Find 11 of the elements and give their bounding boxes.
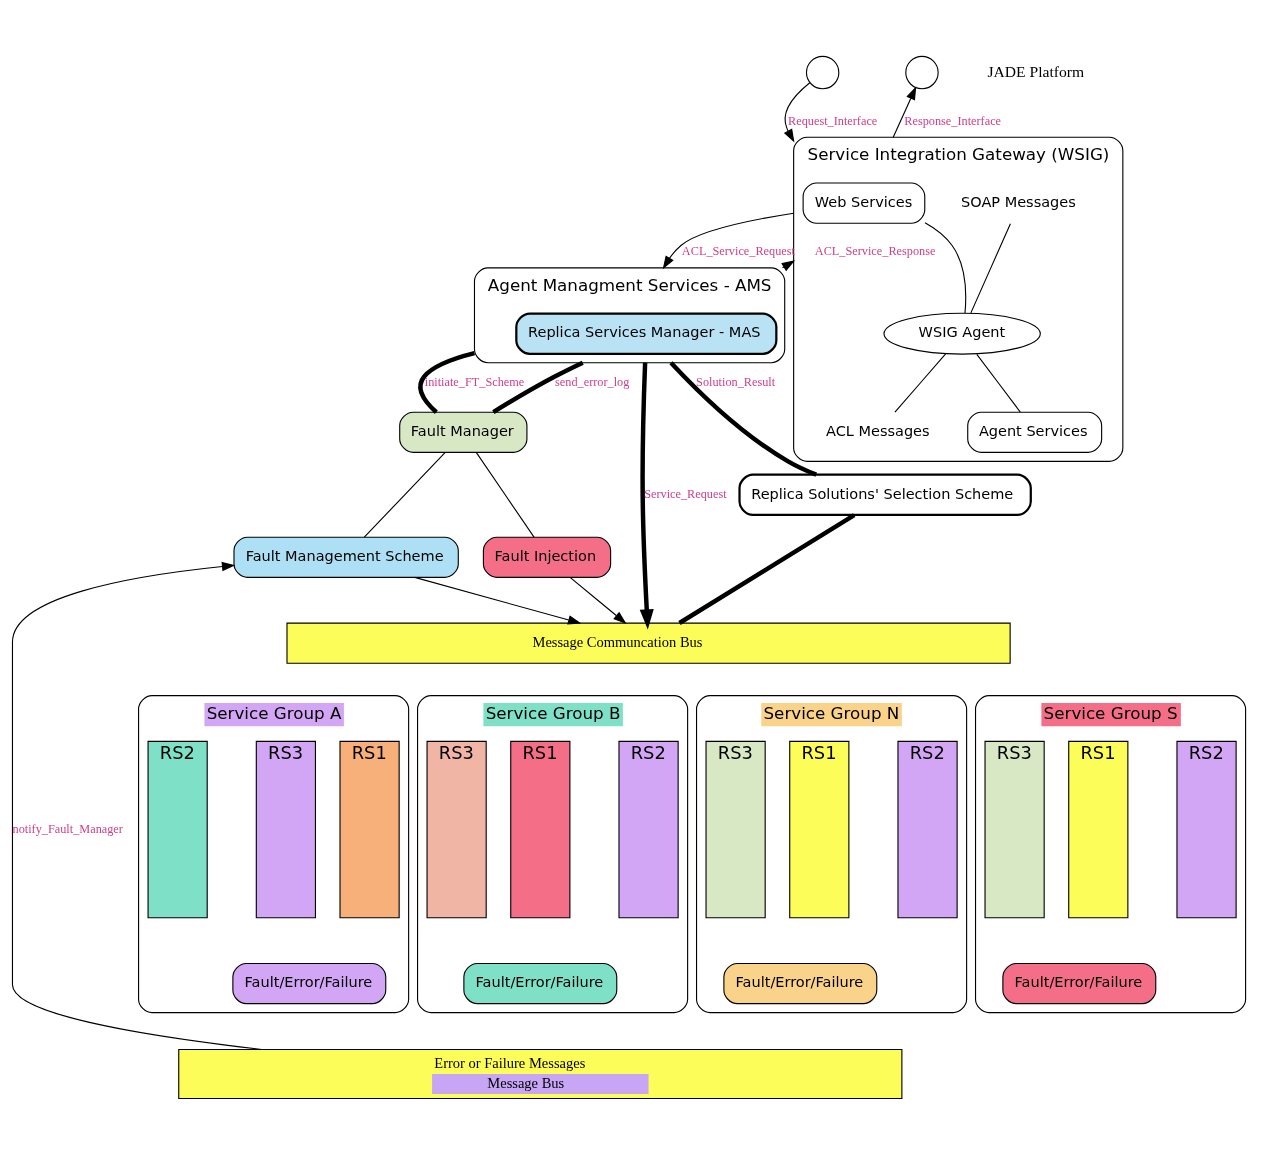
edge-label: notify_Fault_Manager: [12, 821, 123, 836]
edge-label: initiate_FT_Scheme: [424, 375, 525, 390]
edge-label: ACL_Service_Response: [814, 244, 936, 259]
edge-label: Service_Request: [644, 486, 727, 501]
label: JADE Platform: [987, 62, 1085, 80]
edge-label: send_error_log: [555, 375, 630, 390]
edge-label: Request_Interface: [788, 113, 878, 128]
edge-label: Response_Interface: [904, 113, 1002, 128]
edge-label: Solution_Result: [696, 375, 776, 390]
node-text: ACL Messages: [826, 423, 930, 440]
node-text: SOAP Messages: [961, 193, 1076, 210]
